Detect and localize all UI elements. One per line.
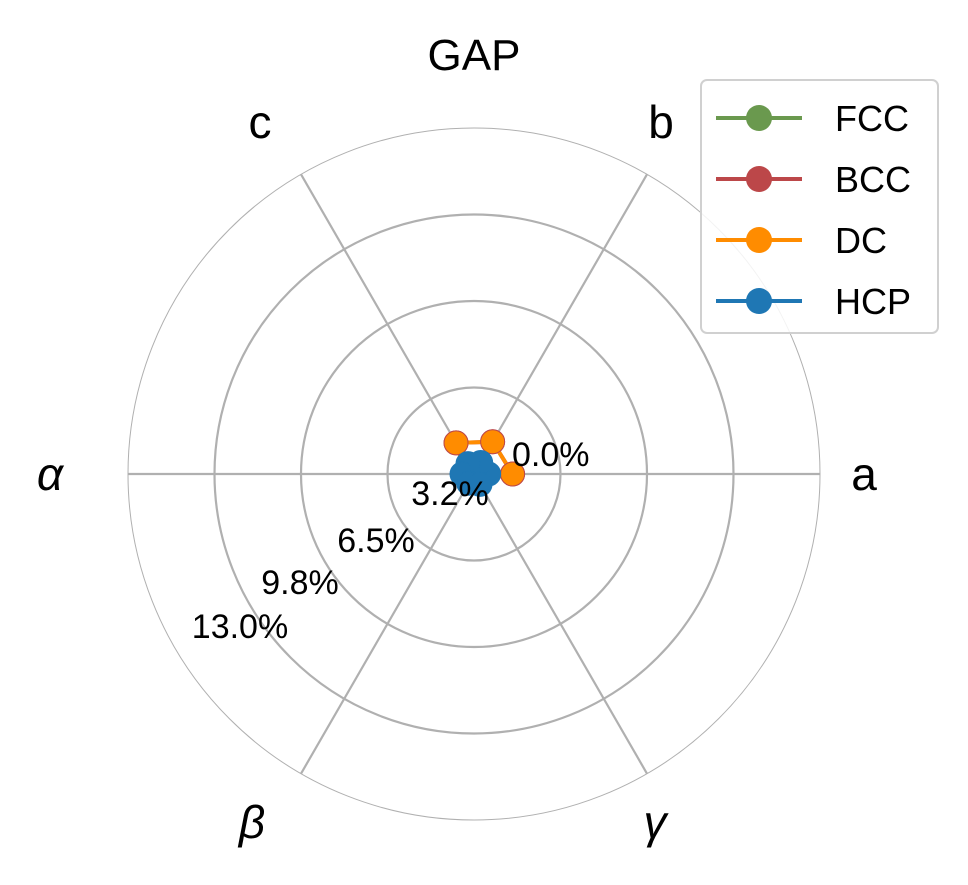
legend-label-dc: DC (835, 220, 887, 261)
spoke-line (300, 173, 475, 475)
legend-marker (746, 105, 772, 131)
radial-tick-labels: 0.0% 3.2% 6.5% 9.8% 13.0% (192, 436, 590, 646)
legend-marker (746, 227, 772, 253)
spoke-line (473, 473, 648, 775)
legend-marker (746, 166, 772, 192)
radial-tick-label: 13.0% (192, 608, 288, 646)
legend-label-hcp: HCP (835, 281, 911, 322)
legend-marker (746, 288, 772, 314)
radial-tick-label: 9.8% (261, 564, 339, 602)
axis-label-1: b (648, 96, 674, 148)
spoke-line (473, 173, 648, 475)
axis-label-2: c (249, 96, 272, 148)
radial-tick-label: 6.5% (337, 522, 415, 560)
spoke-line (300, 473, 475, 775)
axis-label-4: β (237, 796, 265, 848)
legend-box (700, 79, 939, 334)
radial-tick-label: 0.0% (512, 436, 590, 474)
axis-label-3: α (37, 448, 65, 500)
series-layer (443, 429, 526, 497)
legend: FCC BCC DC HCP (700, 79, 939, 334)
axis-label-5: γ (644, 796, 670, 848)
legend-label-bcc: BCC (835, 159, 911, 200)
grid (127, 127, 821, 821)
legend-label-fcc: FCC (835, 98, 909, 139)
chart-title: GAP (428, 31, 521, 80)
data-point-hcp (467, 471, 493, 497)
axis-labels: a b c α β γ (37, 96, 877, 848)
data-point-dc (480, 429, 506, 455)
radial-tick-label: 3.2% (411, 475, 489, 513)
axis-label-0: a (851, 448, 877, 500)
data-point-dc (443, 430, 469, 456)
